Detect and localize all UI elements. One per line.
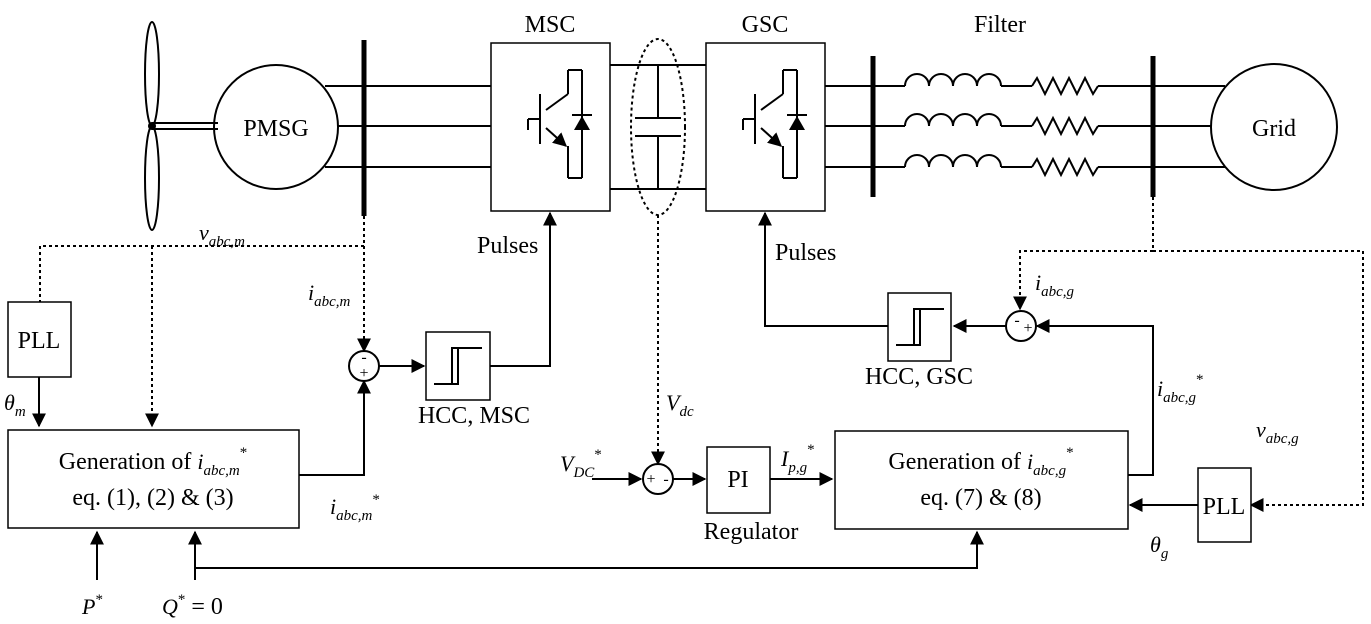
i-abc-m-label: iabc,m [308, 280, 351, 310]
generation-i-abc-g-block: Generation of iabc,g* eq. (7) & (8) [834, 430, 1129, 530]
pulses-gsc-line [758, 211, 888, 327]
hcc-msc-block: HCC, MSC [418, 331, 530, 429]
hcc-msc-label: HCC, MSC [418, 403, 530, 429]
p-star-label: P* [81, 592, 103, 619]
gsc-converter: GSC [705, 12, 826, 212]
regulator-label: Regulator [704, 519, 799, 545]
pll-machine-label: PLL [18, 328, 61, 354]
pulses-msc-label: Pulses [477, 233, 538, 259]
pmsg-label: PMSG [243, 116, 308, 142]
svg-text:-: - [663, 471, 668, 488]
gen-m-title: Generation of iabc,m* [59, 445, 247, 479]
v-dc-label: Vdc [666, 390, 694, 420]
svg-text:+: + [359, 365, 368, 382]
msc-label: MSC [525, 12, 576, 38]
gsc-label: GSC [742, 12, 789, 38]
dc-link [610, 64, 706, 190]
theta-g-label: θg [1150, 532, 1169, 562]
generation-i-abc-m-block: Generation of iabc,m* eq. (1), (2) & (3) [7, 429, 300, 529]
summing-junction-machine: - + [348, 349, 380, 382]
hcc-gsc-label: HCC, GSC [865, 364, 973, 390]
gen-g-equations: eq. (7) & (8) [920, 485, 1041, 511]
msc-converter: MSC [490, 12, 611, 212]
grid-source: Grid [1210, 63, 1338, 191]
i-abc-m-star-label: iabc,m* [330, 492, 380, 524]
pulses-gsc-label: Pulses [775, 240, 836, 266]
turbine-shaft [152, 122, 218, 130]
filter-inductors [904, 73, 1002, 168]
pll-grid-block: PLL [1197, 467, 1252, 543]
wind-turbine-blades [144, 21, 160, 231]
summing-junction-dc: + - [642, 463, 674, 495]
pll-grid-label: PLL [1203, 494, 1246, 520]
pi-label: PI [727, 467, 748, 493]
msc-igbt-icon [527, 69, 592, 179]
i-abc-g-label: iabc,g [1035, 270, 1075, 300]
svg-text:-: - [1014, 312, 1019, 329]
grid-side-lines [825, 85, 1225, 168]
gen-m-equations: eq. (1), (2) & (3) [72, 485, 233, 511]
q-star-label: Q* = 0 [162, 592, 223, 620]
hcc-gsc-block: HCC, GSC [865, 292, 973, 390]
theta-m-label: θm [4, 390, 26, 420]
pmsg-generator: PMSG [213, 64, 339, 190]
pulses-msc-line [490, 211, 557, 367]
i-abc-m-ref-line [299, 379, 371, 476]
v-abc-m-label: vabc,m [199, 220, 245, 250]
pi-regulator-block: PI Regulator [704, 446, 799, 545]
grid-label: Grid [1252, 116, 1296, 142]
machine-voltage-measurement [39, 216, 365, 428]
gen-g-title: Generation of iabc,g* [888, 445, 1073, 479]
summing-junction-grid: - + [1005, 310, 1037, 342]
svg-text:-: - [361, 349, 366, 366]
pll-machine-block: PLL [7, 301, 72, 378]
reference-inputs [90, 530, 984, 580]
generator-side-lines [325, 85, 491, 168]
svg-text:+: + [646, 471, 655, 488]
svg-text:+: + [1023, 320, 1032, 337]
i-abc-g-star-label: iabc,g* [1157, 372, 1204, 406]
v-dc-ref-label: VDC* [560, 447, 602, 481]
filter-label: Filter [974, 12, 1026, 38]
i-pg-star-label: Ip,g* [780, 442, 815, 476]
grid-measurements [1013, 197, 1364, 512]
v-abc-g-label: vabc,g [1256, 417, 1299, 447]
gsc-igbt-icon [742, 69, 807, 179]
filter-resistors [1031, 75, 1099, 178]
i-abc-g-ref-line [1035, 319, 1154, 476]
